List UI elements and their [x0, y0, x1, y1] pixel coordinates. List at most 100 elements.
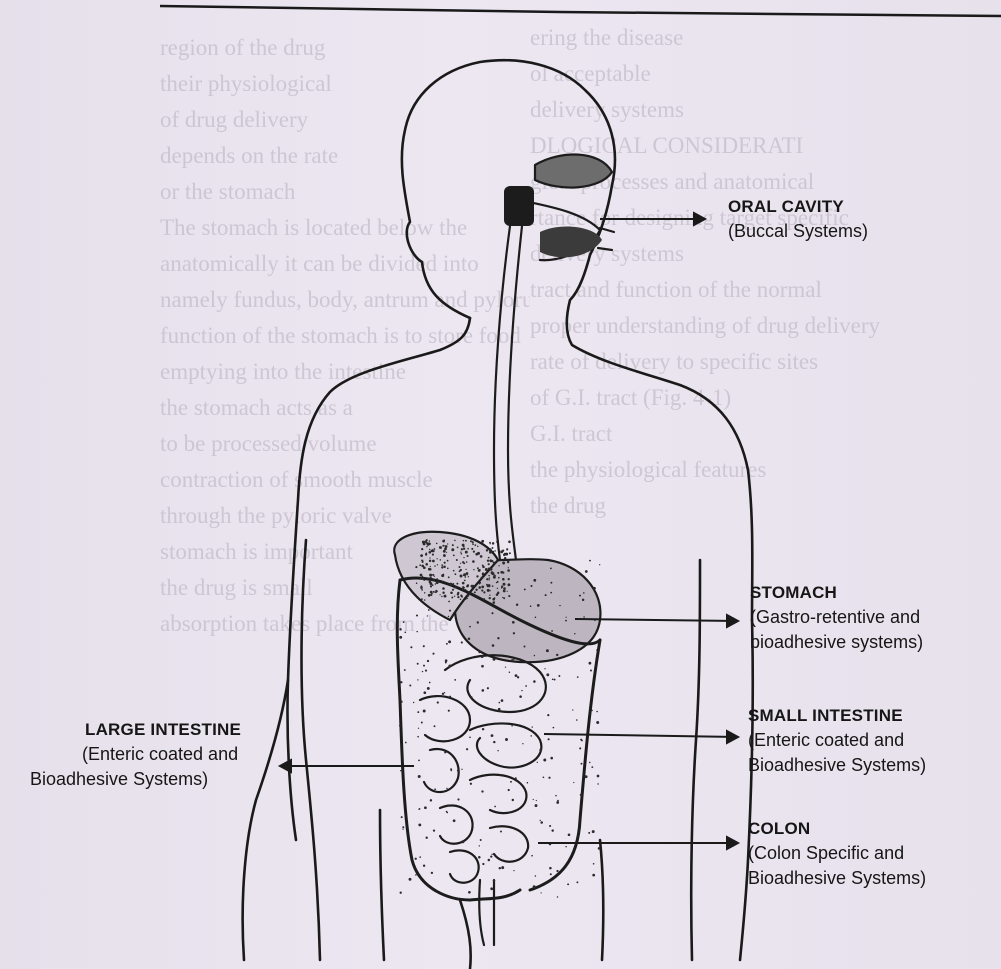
stipple-dot	[482, 564, 484, 566]
stipple-dot	[565, 846, 566, 847]
stomach-title: STOMACH	[750, 580, 923, 605]
esophagus-left-wall	[494, 226, 510, 560]
stipple-dot	[429, 540, 431, 542]
stipple-dot	[440, 594, 441, 595]
large-intestine-desc-line-2: Bioadhesive Systems)	[30, 767, 241, 792]
stipple-dot	[472, 560, 475, 563]
stipple-dot	[418, 775, 421, 778]
stipple-dot	[403, 621, 405, 623]
stipple-dot	[534, 655, 536, 657]
stipple-dot	[491, 734, 494, 737]
stipple-dot	[486, 584, 488, 586]
stipple-dot	[489, 542, 491, 544]
stipple-dot	[417, 679, 418, 680]
stipple-dot	[497, 637, 499, 639]
large-intestine-label: LARGE INTESTINE (Enteric coated and Bioa…	[30, 717, 241, 792]
stipple-dot	[546, 649, 549, 652]
stipple-dot	[430, 585, 432, 587]
stipple-dot	[504, 553, 507, 556]
stipple-dot	[481, 790, 483, 792]
stipple-dot	[425, 553, 427, 555]
stipple-dot	[487, 687, 489, 689]
stipple-dot	[516, 604, 518, 606]
stipple-dot	[497, 750, 498, 751]
stipple-dot	[443, 554, 446, 557]
stipple-dot	[491, 612, 493, 614]
stipple-dot	[423, 645, 425, 647]
stipple-dot	[483, 598, 485, 600]
stipple-dot	[416, 631, 417, 632]
stipple-dot	[548, 777, 550, 779]
stipple-dot	[579, 595, 581, 597]
top-page-rule	[160, 6, 1001, 16]
oral-cavity-arrow	[600, 213, 705, 225]
stipple-dot	[493, 741, 495, 743]
stipple-dot	[434, 576, 435, 577]
stipple-dot	[454, 679, 456, 681]
stipple-dot	[533, 799, 534, 800]
large-intestine-arrow	[280, 760, 414, 772]
nasal-cavity	[535, 155, 612, 188]
stipple-dot	[505, 666, 506, 667]
stipple-dot	[442, 693, 444, 695]
stipple-dot	[457, 798, 459, 800]
stipple-dot	[488, 575, 489, 576]
stipple-dot	[430, 591, 433, 594]
stipple-dot	[557, 896, 558, 897]
stipple-dot	[437, 564, 438, 565]
stipple-dot	[593, 863, 595, 865]
right-side-outline	[740, 620, 753, 960]
stipple-dot	[500, 831, 502, 833]
stipple-dot	[597, 775, 600, 778]
stipple-dot	[591, 710, 593, 712]
stipple-dot	[497, 588, 498, 589]
stipple-dot	[478, 651, 480, 653]
stipple-dot	[565, 620, 567, 622]
stipple-dot	[483, 591, 485, 593]
stipple-dot	[489, 595, 490, 596]
oral-cavity-desc: (Buccal Systems)	[728, 219, 868, 244]
stipple-dot	[502, 578, 505, 581]
stipple-dot	[444, 692, 445, 693]
stipple-dot	[550, 582, 552, 584]
stipple-dot	[419, 856, 421, 858]
waist-line-right	[600, 840, 603, 960]
stipple-dot	[590, 670, 592, 672]
stipple-dot	[419, 564, 421, 566]
stipple-dot	[579, 747, 581, 749]
stipple-dot	[545, 594, 547, 596]
stipple-dot	[525, 685, 527, 687]
small-intestine-desc-line-1: (Enteric coated and	[748, 728, 926, 753]
stipple-dot	[420, 587, 423, 590]
stipple-dot	[416, 614, 418, 616]
stipple-dot	[498, 565, 499, 566]
stipple-dot	[463, 562, 465, 564]
stipple-dot	[463, 540, 465, 542]
stipple-dot	[500, 774, 501, 775]
stipple-dot	[448, 710, 450, 712]
stomach-desc-line-1: (Gastro-retentive and	[750, 605, 923, 630]
stipple-dot	[424, 592, 425, 593]
stipple-dot	[583, 592, 585, 594]
stipple-dot	[429, 568, 431, 570]
stipple-dot	[462, 582, 465, 585]
stipple-dot	[451, 548, 454, 551]
stipple-dot	[507, 591, 508, 592]
oral-cavity-label: ORAL CAVITY (Buccal Systems)	[728, 194, 868, 244]
stipple-dot	[434, 788, 436, 790]
stipple-dot	[472, 585, 474, 587]
stipple-dot	[486, 549, 488, 551]
stipple-dot	[479, 582, 481, 584]
stipple-dot	[576, 881, 578, 883]
stipple-dot	[510, 781, 512, 783]
stipple-dot	[463, 548, 465, 550]
stipple-dot	[460, 563, 461, 564]
stipple-dot	[481, 655, 484, 658]
stipple-dot	[457, 770, 459, 772]
stipple-dot	[522, 743, 523, 744]
stipple-dot	[435, 583, 437, 585]
stipple-dot	[468, 638, 471, 641]
stipple-dot	[427, 687, 430, 690]
stipple-dot	[532, 726, 533, 727]
stipple-dot	[467, 548, 469, 550]
